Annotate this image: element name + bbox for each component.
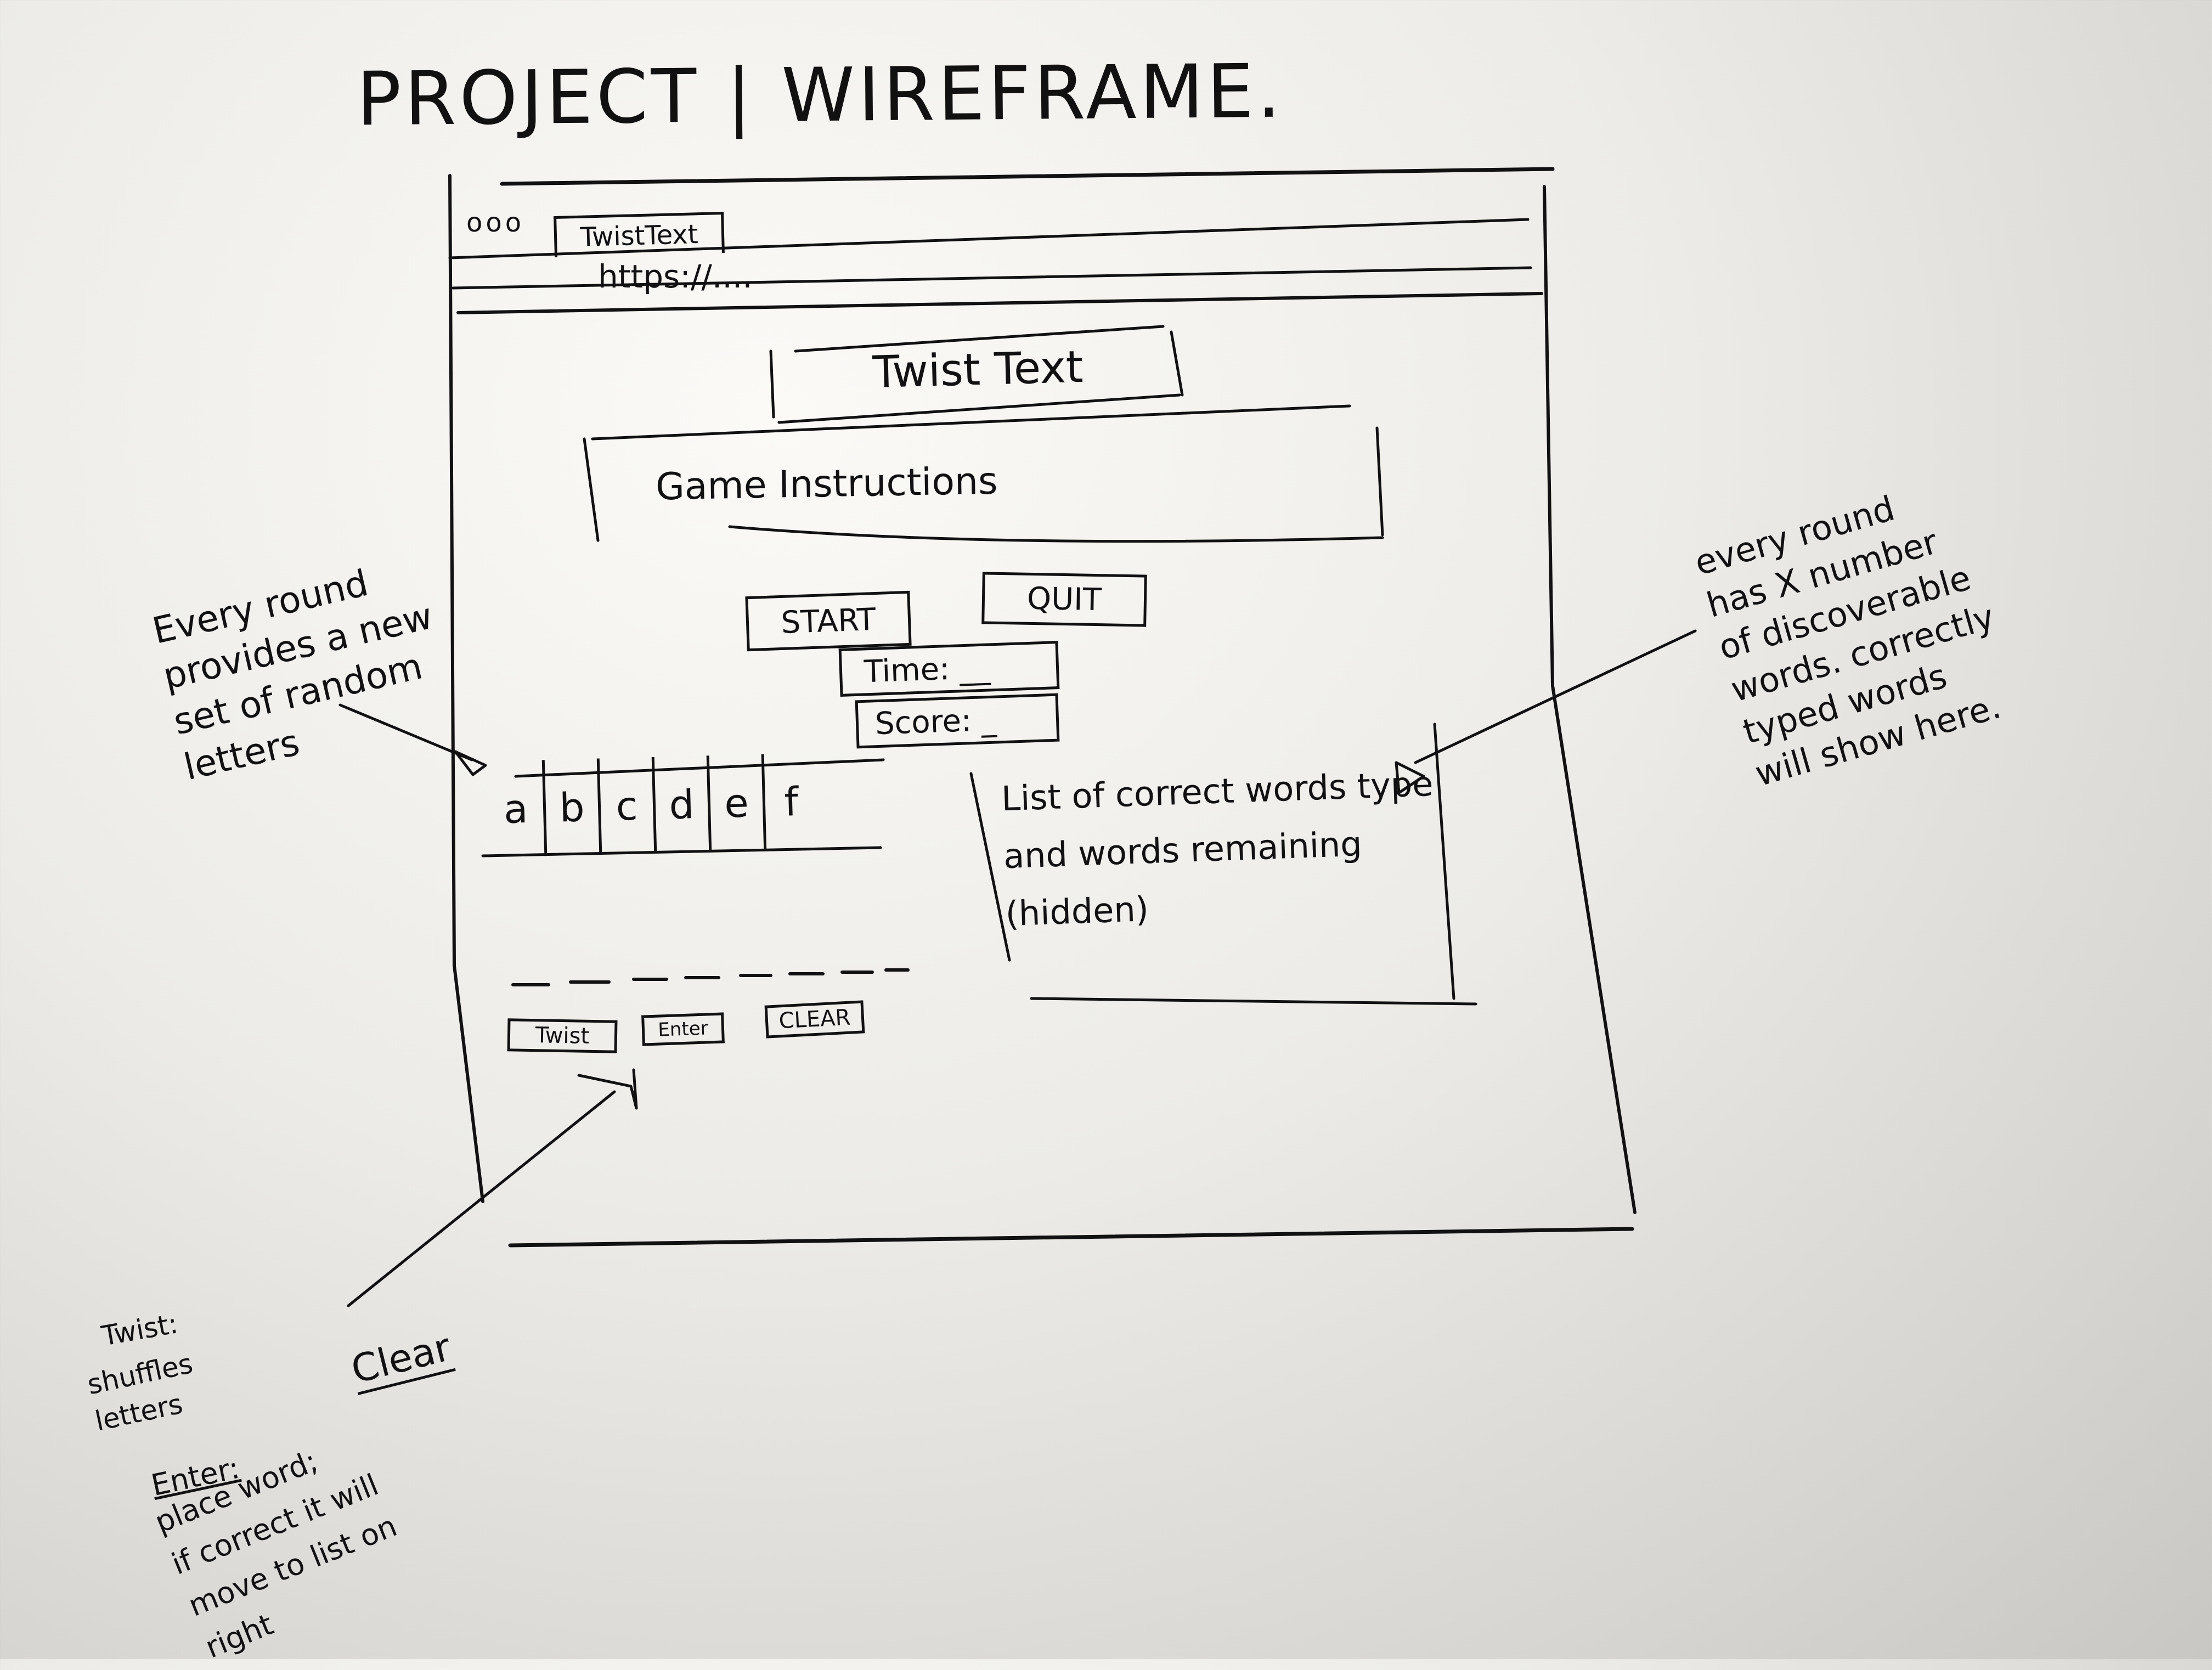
annotation-word-list: every round has X number of discoverable… <box>1690 488 2005 794</box>
time-display: Time: __ <box>838 641 1060 697</box>
letter-tile[interactable]: e <box>706 754 764 852</box>
app-title: Twist Text <box>872 341 1084 398</box>
address-bar[interactable]: https://.... <box>598 258 753 295</box>
browser-tab-label: TwistText <box>579 219 699 253</box>
start-button-label: START <box>780 601 877 641</box>
letter-tile[interactable]: a <box>503 785 529 832</box>
answer-input-blanks[interactable] <box>513 957 908 960</box>
twist-button[interactable]: Twist <box>507 1018 618 1053</box>
letter-tile[interactable]: f <box>761 753 819 850</box>
start-button[interactable]: START <box>745 590 912 652</box>
word-list-panel: List of correct words type and words rem… <box>972 721 1453 1012</box>
letter-tiles: a b c d e f <box>487 753 819 857</box>
clear-button-label: CLEAR <box>778 1005 851 1034</box>
enter-button-label: Enter <box>657 1017 709 1041</box>
twist-button-label: Twist <box>535 1023 590 1049</box>
window-controls-icon[interactable]: ooo <box>466 207 525 238</box>
clear-button[interactable]: CLEAR <box>764 1000 865 1039</box>
annotation-enter-desc: place word; if correct it will move to l… <box>150 1443 402 1665</box>
quit-button[interactable]: QUIT <box>981 572 1147 627</box>
browser-tab[interactable]: TwistText <box>554 211 725 258</box>
enter-button[interactable]: Enter <box>641 1012 725 1046</box>
quit-button-label: QUIT <box>1026 580 1102 618</box>
annotation-twist-label: Twist: <box>99 1307 180 1352</box>
annotation-clear: Clear <box>347 1324 456 1395</box>
annotation-twist-desc: shuffles letters <box>84 1347 196 1437</box>
letter-tile[interactable]: b <box>541 758 600 856</box>
letter-tile[interactable]: d <box>651 755 709 853</box>
game-instructions: Game Instructions <box>655 459 998 509</box>
annotation-random-letters: Every round provides a new set of random… <box>148 561 437 789</box>
page-title: PROJECT | WIREFRAME. <box>356 48 1284 143</box>
letter-tile[interactable]: c <box>596 757 654 855</box>
word-list-text: List of correct words type and words rem… <box>1001 763 1434 934</box>
